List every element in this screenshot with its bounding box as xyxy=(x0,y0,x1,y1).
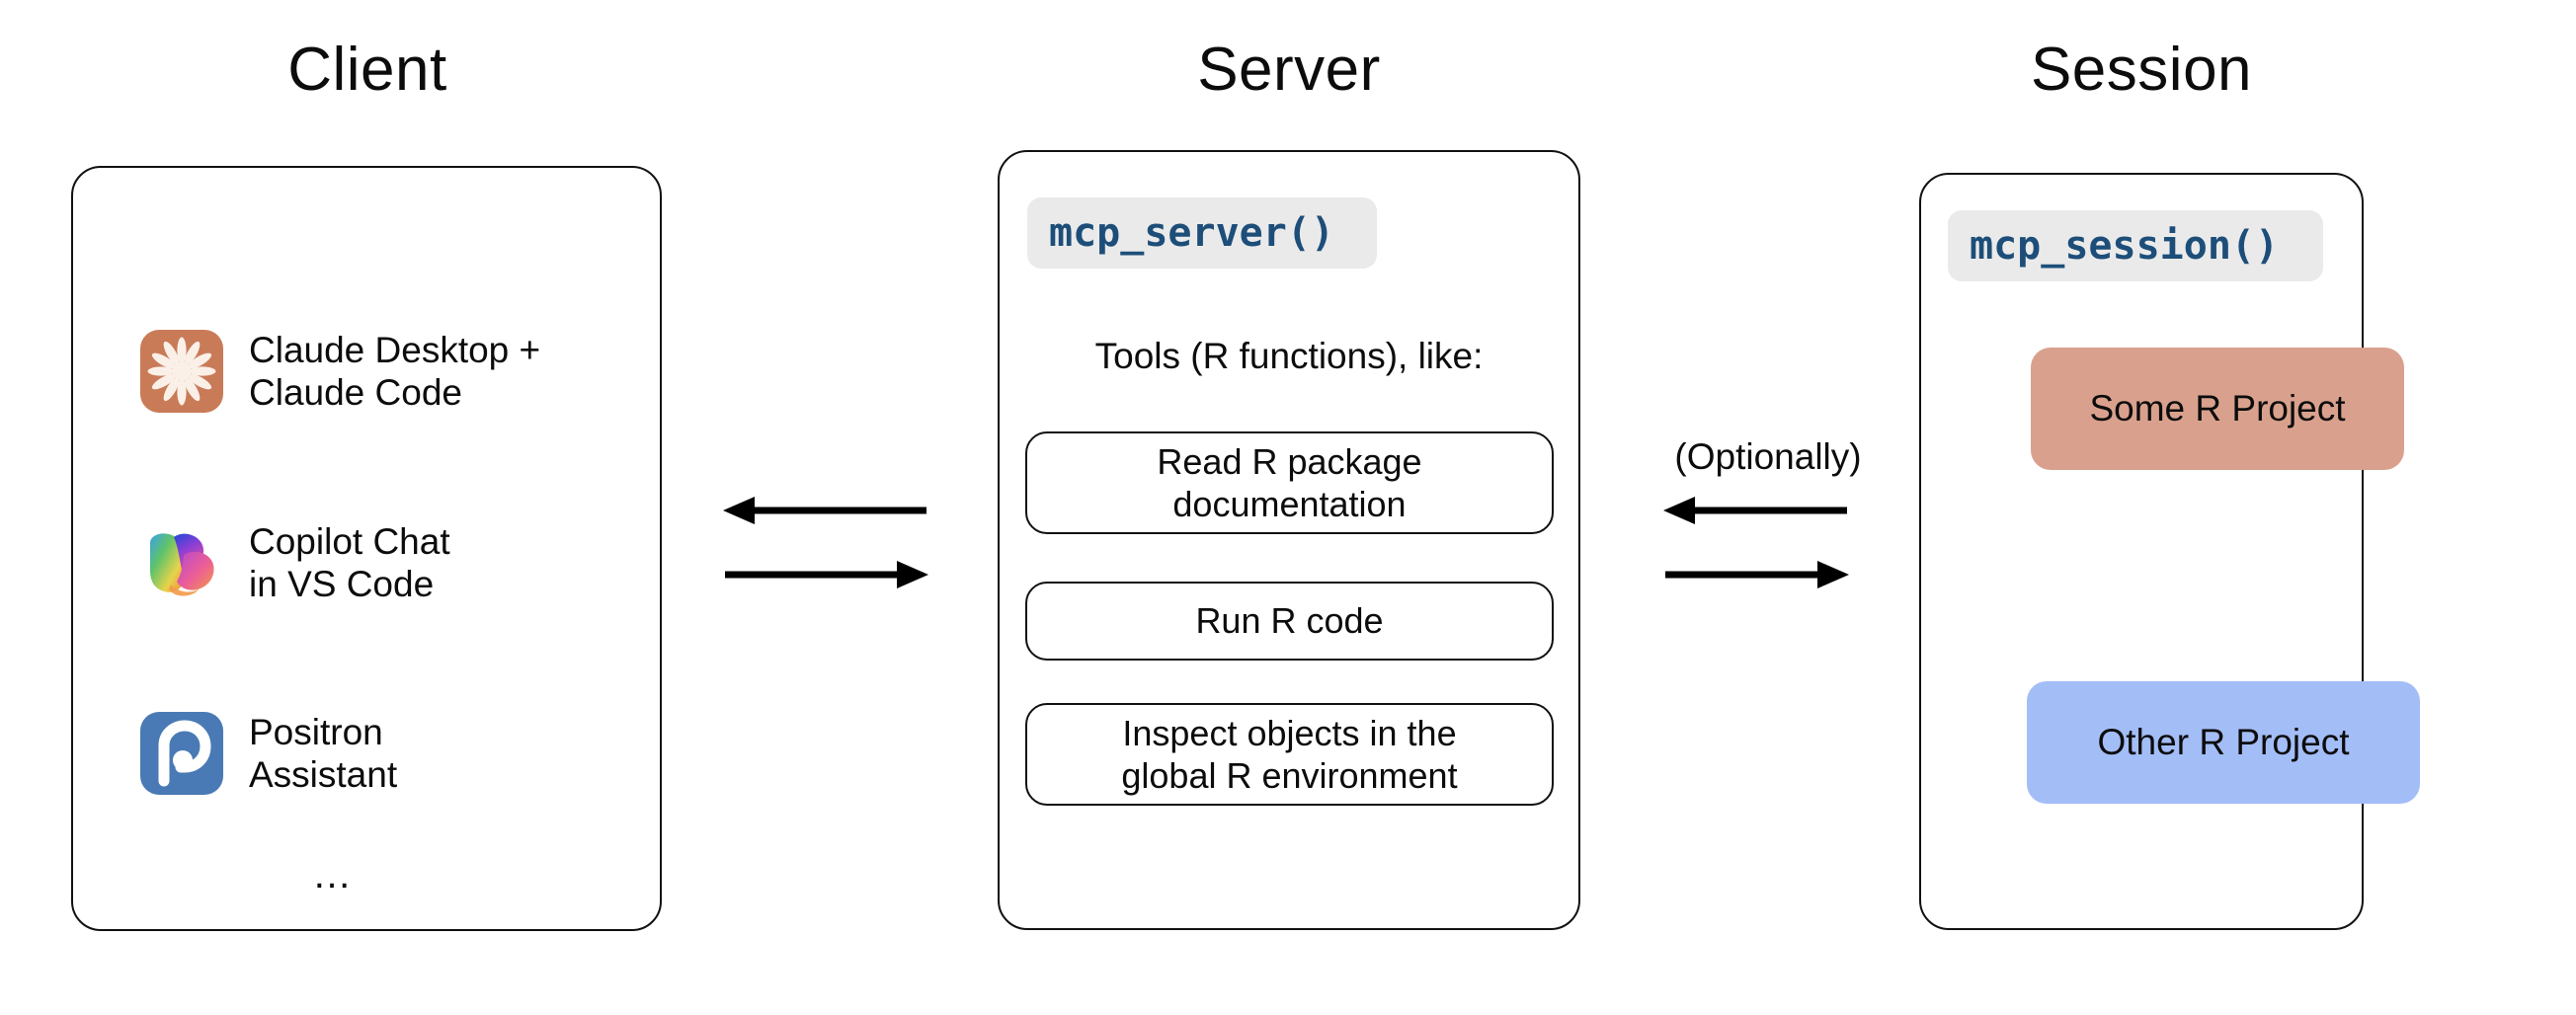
tool-label: Run R code xyxy=(1195,600,1384,642)
session-project-some-r-project[interactable]: Some R Project xyxy=(2031,348,2404,470)
session-project-other-r-project[interactable]: Other R Project xyxy=(2027,681,2420,804)
server-code-label: mcp_server() xyxy=(1049,210,1334,256)
project-label: Some R Project xyxy=(2089,387,2346,429)
server-to-session-arrow xyxy=(1657,558,1855,591)
tool-inspect-objects[interactable]: Inspect objects in the global R environm… xyxy=(1025,703,1554,806)
client-item-positron[interactable]: Positron Assistant xyxy=(140,711,397,797)
client-to-server-arrow xyxy=(717,558,934,591)
client-item-label: Copilot Chat in VS Code xyxy=(249,521,450,605)
client-item-label: Claude Desktop + Claude Code xyxy=(249,330,541,414)
tool-read-docs[interactable]: Read R package documentation xyxy=(1025,431,1554,534)
copilot-icon xyxy=(140,521,223,604)
client-item-claude[interactable]: Claude Desktop + Claude Code xyxy=(140,329,540,415)
client-item-copilot[interactable]: Copilot Chat in VS Code xyxy=(140,520,450,606)
project-label: Other R Project xyxy=(2097,721,2350,762)
tool-label: Read R package documentation xyxy=(1157,440,1422,524)
client-more-ellipsis: … xyxy=(312,853,355,897)
tool-run-code[interactable]: Run R code xyxy=(1025,582,1554,661)
session-to-server-arrow xyxy=(1657,494,1855,527)
column-title-server: Server xyxy=(1197,36,1381,104)
session-code-label: mcp_session() xyxy=(1970,223,2280,269)
positron-icon xyxy=(140,712,223,796)
session-code-chip: mcp_session() xyxy=(1948,210,2323,281)
claude-icon xyxy=(140,330,223,414)
session-panel xyxy=(1919,173,2364,930)
tool-label: Inspect objects in the global R environm… xyxy=(1121,712,1458,796)
tools-caption: Tools (R functions), like: xyxy=(1094,336,1484,376)
column-title-session: Session xyxy=(2030,36,2253,104)
client-item-label: Positron Assistant xyxy=(249,712,398,796)
server-to-client-arrow xyxy=(717,494,934,527)
optional-connection-label: (Optionally) xyxy=(1674,436,1862,477)
column-title-client: Client xyxy=(287,36,447,104)
server-code-chip: mcp_server() xyxy=(1027,197,1377,269)
